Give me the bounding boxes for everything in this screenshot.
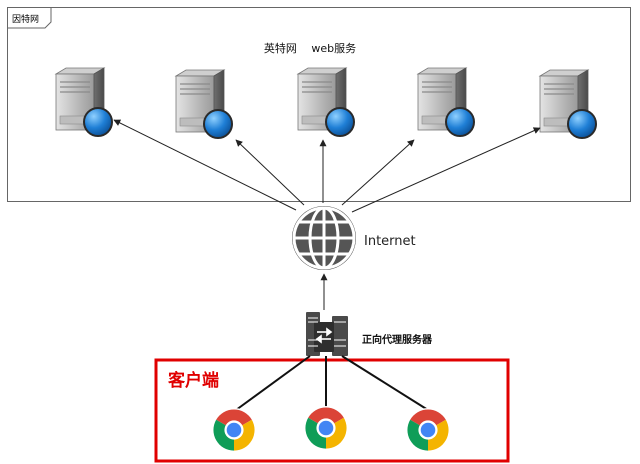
web-server-5 — [539, 69, 597, 139]
web-server-4 — [417, 67, 475, 137]
box-tag-frame — [7, 7, 52, 29]
box-tag-label: 因特网 — [12, 13, 39, 25]
globe-icon — [292, 206, 356, 270]
web-server-1 — [55, 67, 113, 137]
arrow-to-server-4 — [341, 139, 415, 206]
arrow-to-server-5 — [351, 127, 541, 213]
web-server-icon — [297, 67, 355, 137]
client-label: 客户端 — [167, 370, 219, 391]
web-server-2 — [175, 69, 233, 139]
arrow-to-server-1 — [113, 119, 297, 211]
web-server-icon — [417, 67, 475, 137]
proxy-to-client-lines — [235, 355, 429, 411]
proxy-label: 正向代理服务器 — [362, 333, 433, 346]
line-to-client-1 — [235, 355, 311, 411]
web-server-icon — [55, 67, 113, 137]
box-title: 英特网 web服务 — [264, 41, 356, 55]
web-server-icon — [175, 69, 233, 139]
line-to-client-3 — [341, 355, 429, 411]
chrome-browser-icon — [405, 407, 451, 453]
web-server-icon — [539, 69, 597, 139]
client-area: 客户端 — [154, 358, 510, 463]
chrome-browser-icon — [303, 405, 349, 451]
proxy-server-icon — [306, 312, 348, 356]
web-server-3 — [297, 67, 355, 137]
internet-to-server-arrows — [113, 119, 541, 213]
arrow-to-server-2 — [235, 139, 305, 206]
internet-label: Internet — [364, 234, 416, 249]
chrome-browser-icon — [211, 407, 257, 453]
